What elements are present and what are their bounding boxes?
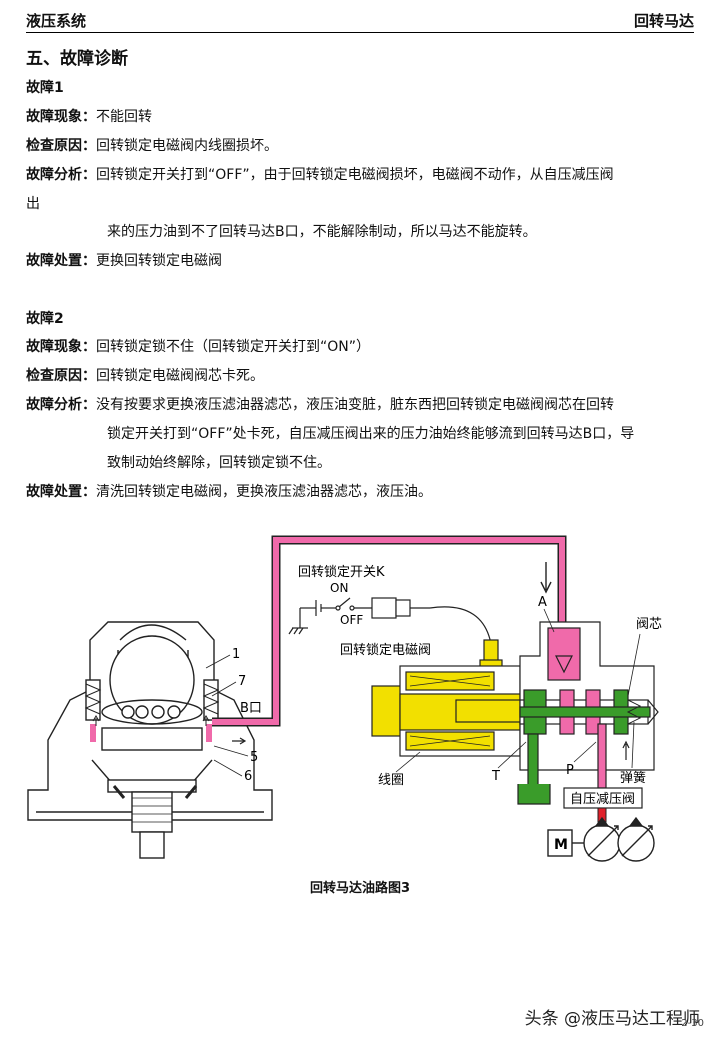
fault2-cause: 检查原因：回转锁定电磁阀阀芯卡死。 [26, 368, 264, 384]
flow-arrow-down [540, 562, 552, 594]
header-left: 液压系统 [26, 12, 87, 30]
page-header: 液压系统 回转马达 [26, 8, 694, 33]
fault1-analysis: 故障分析：回转锁定开关打到“OFF”，由于回转锁定电磁阀损坏，电磁阀不动作，从自… [26, 167, 614, 183]
watermark: 头条 @液压马达工程师 [524, 1009, 700, 1029]
switch-off-label: OFF [340, 613, 363, 627]
fault1-analysis-line2: 出 [26, 196, 40, 212]
switch-on-label: ON [330, 581, 348, 595]
solenoid-valve-drawing [371, 621, 659, 805]
switch-circuit [288, 597, 493, 651]
callout-6: 6 [244, 769, 252, 784]
callout-5: 5 [250, 750, 258, 765]
swing-motor-drawing [27, 621, 273, 859]
fault2-phenomenon: 故障现象：回转锁定锁不住（回转锁定开关打到“ON”） [26, 339, 370, 355]
section-title: 五、故障诊断 [26, 49, 128, 69]
coil-label: 线圈 [378, 773, 404, 788]
fault1-phenomenon: 故障现象：不能回转 [26, 109, 152, 125]
switch-label: 回转锁定开关K [298, 564, 385, 580]
motor-m-label: M [554, 837, 568, 853]
spool-label: 阀芯 [636, 617, 662, 632]
pump-motor-group [547, 816, 655, 862]
port-p-label: P [566, 763, 574, 778]
fault2-title: 故障2 [26, 311, 64, 327]
header-right: 回转马达 [633, 12, 694, 30]
callout-1: 1 [232, 647, 240, 662]
fault1-title: 故障1 [26, 80, 64, 96]
reducing-valve-label: 自压减压阀 [570, 792, 635, 807]
port-b-label: B口 [240, 701, 262, 716]
figure-caption: 回转马达油路图3 [309, 881, 411, 896]
fault1-action: 故障处置：更换回转锁定电磁阀 [26, 253, 222, 269]
fault2-analysis-line2: 锁定开关打到“OFF”处卡死，自压减压阀出来的压力油始终能够流到回转马达B口，导 [107, 426, 635, 442]
callout-7: 7 [238, 674, 246, 689]
fault1-analysis-line3: 来的压力油到不了回转马达B口，不能解除制动，所以马达不能旋转。 [107, 224, 537, 240]
solenoid-valve-label: 回转锁定电磁阀 [340, 642, 431, 658]
fault2-action: 故障处置：清洗回转锁定电磁阀，更换液压滤油器滤芯，液压油。 [26, 484, 432, 500]
port-t-label: T [491, 769, 500, 784]
port-a-label: A [538, 595, 547, 610]
spring-label: 弹簧 [620, 770, 646, 786]
fault2-analysis-line3: 致制动始终解除，回转锁定锁不住。 [107, 455, 331, 471]
fault2-analysis: 故障分析：没有按要求更换液压滤油器滤芯，液压油变脏，脏东西把回转锁定电磁阀阀芯在… [26, 397, 614, 413]
page-number: 2-30 [681, 1018, 704, 1029]
fault1-cause: 检查原因：回转锁定电磁阀内线圈损坏。 [26, 138, 278, 154]
